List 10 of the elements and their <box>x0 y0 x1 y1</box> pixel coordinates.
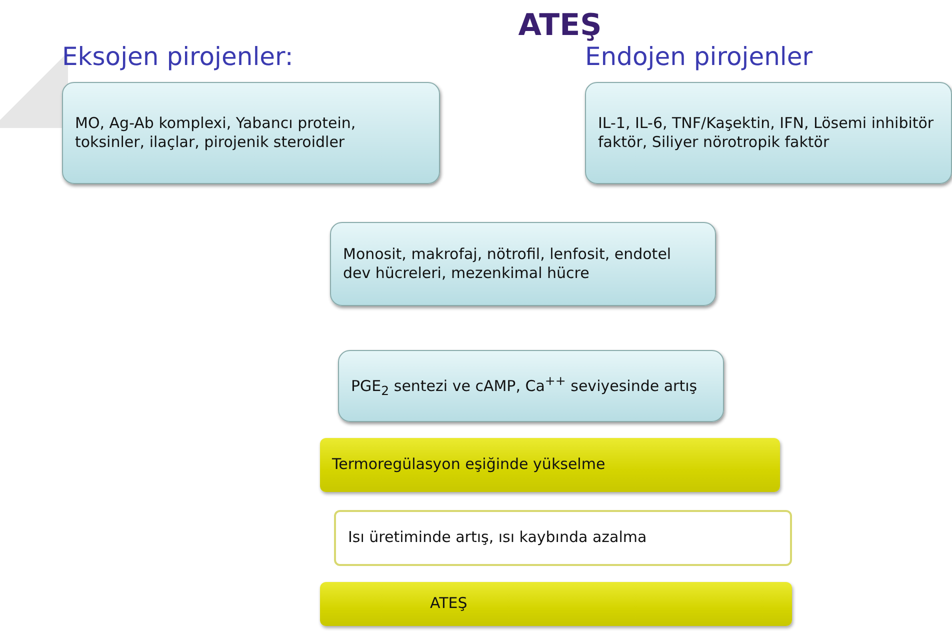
box-text: Isı üretiminde artış, ısı kaybında azalma <box>348 528 647 548</box>
heading: Eksojen pirojenler: <box>62 42 294 71</box>
heading: Endojen pirojenler <box>585 42 813 71</box>
box-text: MO, Ag-Ab komplexi, Yabancı protein, toksinler, ilaçlar, pirojenik steroidler <box>75 114 357 152</box>
box-text: PGE$_{2}$ sentezi ve cAMP, Ca$^{++}$ seviyesinde artış <box>351 372 698 400</box>
box-text: ATEŞ <box>430 594 468 614</box>
box-text: IL-1, IL-6, TNF/Kaşektin, IFN, Lösemi inhibitör faktör, Siliyer nörotropik faktör <box>598 114 935 152</box>
box-text: Termoregülasyon eşiğinde yükselme <box>332 455 606 475</box>
box-text: Monosit, makrofaj, nötrofil, lenfosit, endotel dev hücreleri, mezenkimal hücre <box>343 244 672 284</box>
title: ATEŞ <box>517 8 603 43</box>
